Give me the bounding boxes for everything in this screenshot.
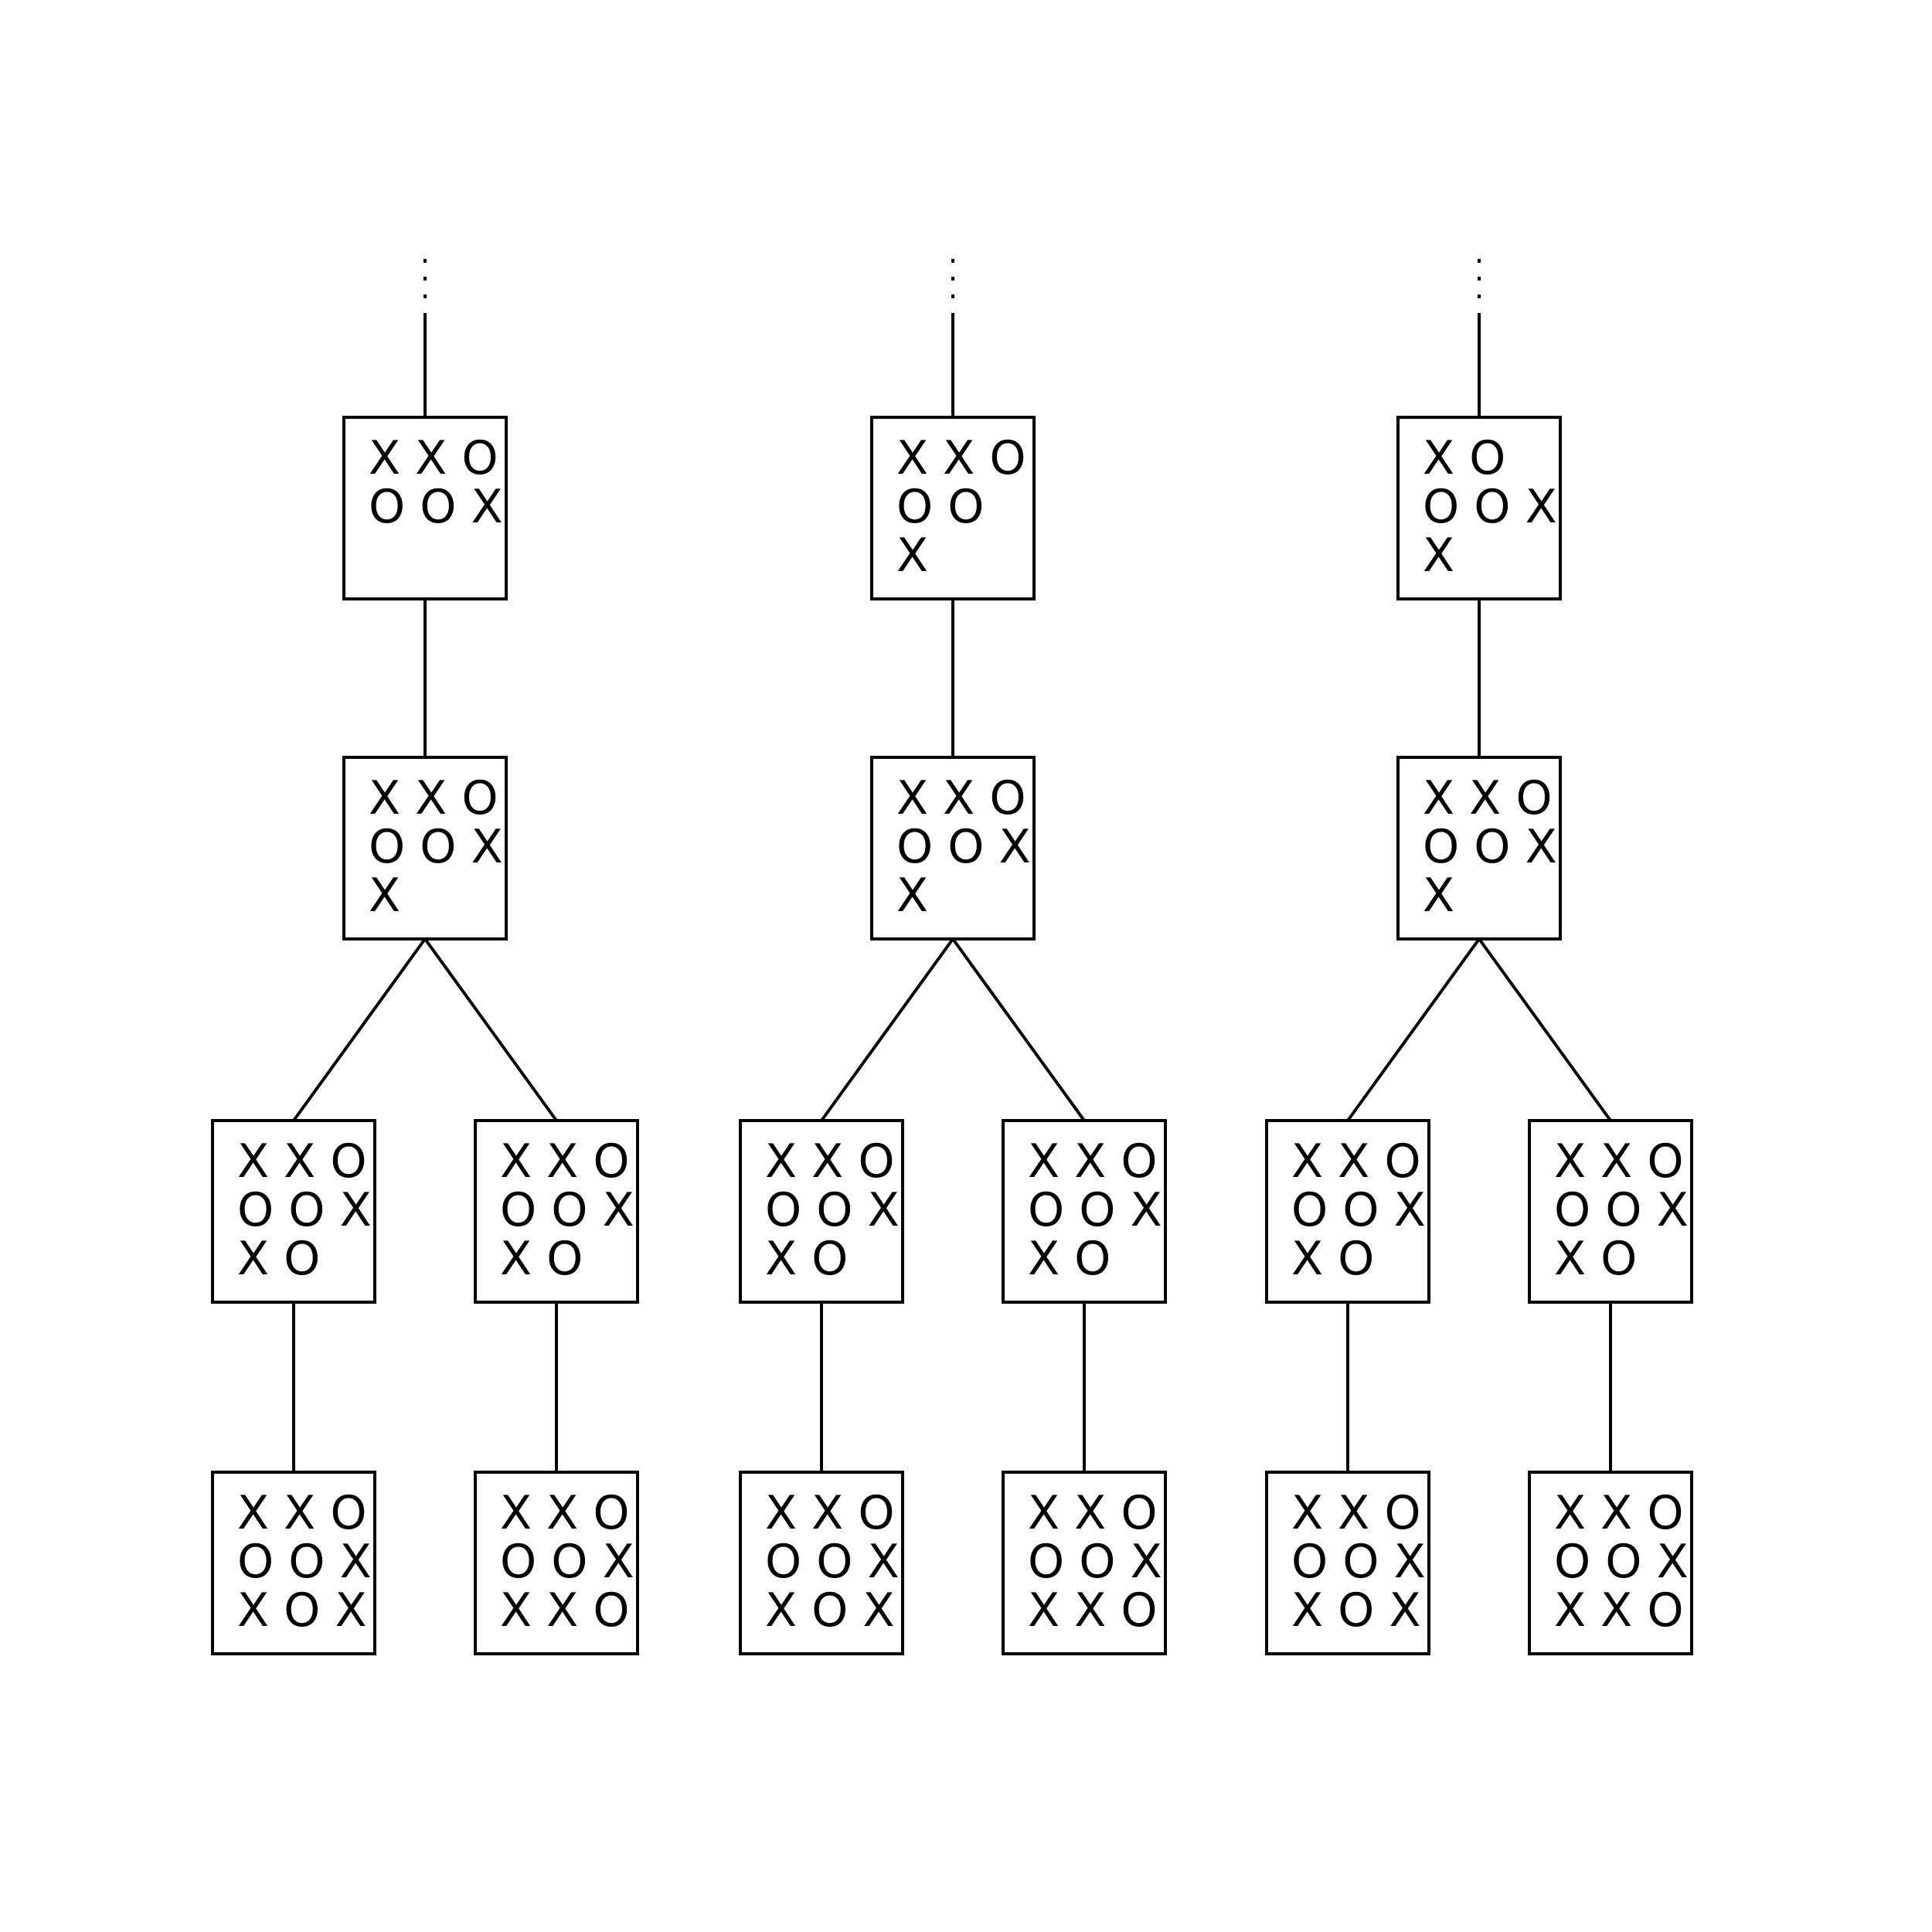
- board-row: X: [896, 529, 928, 583]
- root-board: [342, 416, 508, 600]
- tree-edge: [820, 937, 954, 1122]
- board-row: X X O: [1028, 1486, 1158, 1540]
- board-row: O O X: [896, 820, 1031, 874]
- board-row: X X O: [1423, 771, 1553, 825]
- final-board: [1002, 1471, 1167, 1655]
- board-row: X X O: [1554, 1583, 1684, 1638]
- board-row: X O: [1554, 1232, 1637, 1286]
- board-row: X X O: [1291, 1486, 1421, 1540]
- final-board: [474, 1471, 639, 1655]
- final-board: [739, 1471, 904, 1655]
- board-row: O O X: [1291, 1535, 1426, 1589]
- branch-board: [1002, 1119, 1167, 1304]
- board-row: X O X: [765, 1583, 895, 1638]
- board-row: X O: [765, 1232, 848, 1286]
- board-row: X X O: [896, 431, 1026, 485]
- board-row: X X O: [237, 1486, 367, 1540]
- board-row: O O X: [369, 480, 503, 534]
- final-board: [1528, 1471, 1693, 1655]
- board-row: X X O: [1028, 1134, 1158, 1189]
- board-row: O O X: [369, 820, 503, 874]
- board-row: X O: [1028, 1232, 1111, 1286]
- board-row: X X O: [1291, 1134, 1421, 1189]
- final-board: [211, 1471, 376, 1655]
- board-row: X X O: [765, 1486, 895, 1540]
- board-row: O O X: [765, 1183, 900, 1237]
- board-row: X X O: [500, 1583, 630, 1638]
- board-row: O O X: [1423, 820, 1557, 874]
- board-row: X X O: [369, 431, 498, 485]
- tree-edge: [951, 937, 1086, 1122]
- board-row: O O X: [1028, 1183, 1162, 1237]
- board-row: X O X: [1291, 1583, 1421, 1638]
- board-row: X O: [1291, 1232, 1374, 1286]
- board-row: X O: [1423, 431, 1505, 485]
- root-board: [870, 416, 1036, 600]
- board-row: O O X: [500, 1183, 634, 1237]
- board-row: O O X: [1291, 1183, 1426, 1237]
- branch-board: [211, 1119, 376, 1304]
- board-row: X X O: [1554, 1134, 1684, 1189]
- board-row: X O: [237, 1232, 320, 1286]
- branch-board: [1528, 1119, 1693, 1304]
- board-row: X O: [500, 1232, 583, 1286]
- board-row: X: [1423, 869, 1454, 923]
- tree-edge: [292, 937, 427, 1122]
- board-row: O O X: [1554, 1535, 1689, 1589]
- board-row: O O X: [1423, 480, 1557, 534]
- board-row: X X O: [1554, 1486, 1684, 1540]
- board-row: X X O: [500, 1134, 630, 1189]
- board-row: O O X: [1554, 1183, 1689, 1237]
- branch-board: [474, 1119, 639, 1304]
- branch-board: [739, 1119, 904, 1304]
- tree-edge: [423, 937, 558, 1122]
- level2-board: [870, 756, 1036, 940]
- tree-edge: [1478, 937, 1612, 1122]
- board-row: X: [1423, 529, 1454, 583]
- board-row: X X O: [500, 1486, 630, 1540]
- board-row: O O: [896, 480, 985, 534]
- board-row: X: [369, 869, 400, 923]
- board-row: O O X: [765, 1535, 900, 1589]
- branch-board: [1265, 1119, 1430, 1304]
- board-row: X X O: [896, 771, 1026, 825]
- board-row: X X O: [237, 1134, 367, 1189]
- final-board: [1265, 1471, 1430, 1655]
- board-row: O O X: [1028, 1535, 1162, 1589]
- tree-edge: [1346, 937, 1481, 1122]
- board-row: O O X: [237, 1183, 372, 1237]
- board-row: X X O: [1028, 1583, 1158, 1638]
- root-board: [1396, 416, 1562, 600]
- board-row: O O X: [500, 1535, 634, 1589]
- board-row: X O X: [237, 1583, 367, 1638]
- level2-board: [1396, 756, 1562, 940]
- board-row: X: [896, 869, 928, 923]
- board-row: X X O: [765, 1134, 895, 1189]
- board-row: X X O: [369, 771, 498, 825]
- board-row: O O X: [237, 1535, 372, 1589]
